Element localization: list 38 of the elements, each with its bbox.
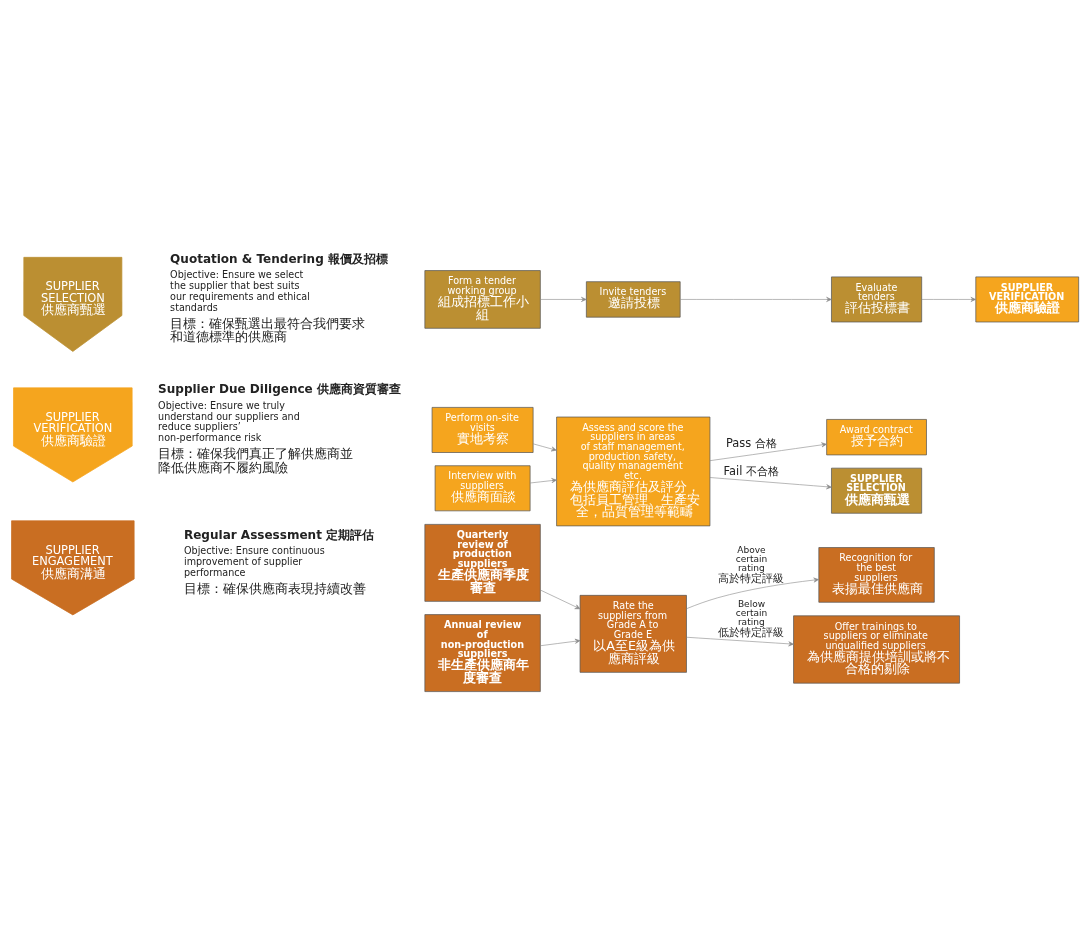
label: Supplier Due Diligence 供應商資質審查 bbox=[158, 382, 401, 397]
label: 目標：確保甄選出最符合我們要求和道德標準的供應商 bbox=[170, 315, 366, 345]
arrow bbox=[540, 589, 581, 610]
node-box: Perform on-site visits 實地考察 bbox=[431, 407, 534, 453]
node-box: Form a tender working group 組成招標工作小組 bbox=[424, 270, 541, 329]
label: Objective: Ensure we select the supplier that best suits our requirements and ethical standards bbox=[170, 269, 310, 313]
edge-label: Pass 合格 bbox=[725, 435, 777, 450]
arrow bbox=[686, 636, 794, 647]
arrow bbox=[540, 638, 581, 647]
arrow bbox=[532, 443, 557, 452]
arrow bbox=[686, 577, 819, 609]
arrow bbox=[709, 477, 832, 490]
label: 目標：確保供應商表現持續改善 bbox=[183, 580, 366, 596]
label: Objective: Ensure continuous improvement of supplier performance bbox=[183, 545, 325, 578]
node-box: Award contract 授予合約 bbox=[826, 419, 927, 456]
arrow bbox=[540, 296, 587, 302]
node-box: SUPPLIER SELECTION 供應商甄選 bbox=[831, 467, 923, 514]
edge-label: Fail 不合格 bbox=[723, 464, 779, 479]
node-box: Invite tenders 邀請投標 bbox=[586, 281, 681, 318]
node-box: Annual review of non-production suppliers 非生產供應商年度審查 bbox=[424, 614, 541, 692]
arrow bbox=[679, 296, 832, 302]
arrow bbox=[530, 478, 557, 484]
node-box: SUPPLIER VERIFICATION 供應商驗證 bbox=[975, 276, 1079, 323]
label: Quotation & Tendering 報價及招標 bbox=[170, 251, 388, 266]
arrow bbox=[921, 296, 976, 302]
node-box: Rate the suppliers from Grade A to Grade E 以A至E級為供應商評級 bbox=[579, 595, 687, 673]
label: Objective: Ensure we truly understand our suppliers and reduce suppliers’ non-performance risk bbox=[158, 399, 300, 444]
edge-label: Below certain rating 低於特定評級 bbox=[717, 599, 784, 640]
node-box: Assess and score the suppliers in areas of staff management, production safety, quality management etc. 為供應商評估及評分，包括員工管理、生產安全，品質管理等範疇 bbox=[556, 416, 711, 527]
arrow bbox=[709, 442, 827, 461]
label: Regular Assessment 定期評估 bbox=[183, 527, 375, 542]
node-box: Interview with suppliers 供應商面談 bbox=[434, 465, 531, 512]
node-box: Offer trainings to suppliers or eliminate unqualified suppliers 為供應商提供培訓或將不合格的剔除 bbox=[793, 615, 960, 684]
node-box: Evaluate tenders 評估投標書 bbox=[831, 276, 923, 323]
label: 目標：確保我們真正了解供應商並降低供應商不履約風險 bbox=[158, 446, 354, 475]
edge-label: Above certain rating 高於特定評級 bbox=[717, 544, 784, 585]
node-box: Quarterly review of production suppliers 生產供應商季度審查 bbox=[424, 524, 541, 602]
node-box: Recognition for the best suppliers 表揚最佳供應商 bbox=[818, 547, 935, 603]
